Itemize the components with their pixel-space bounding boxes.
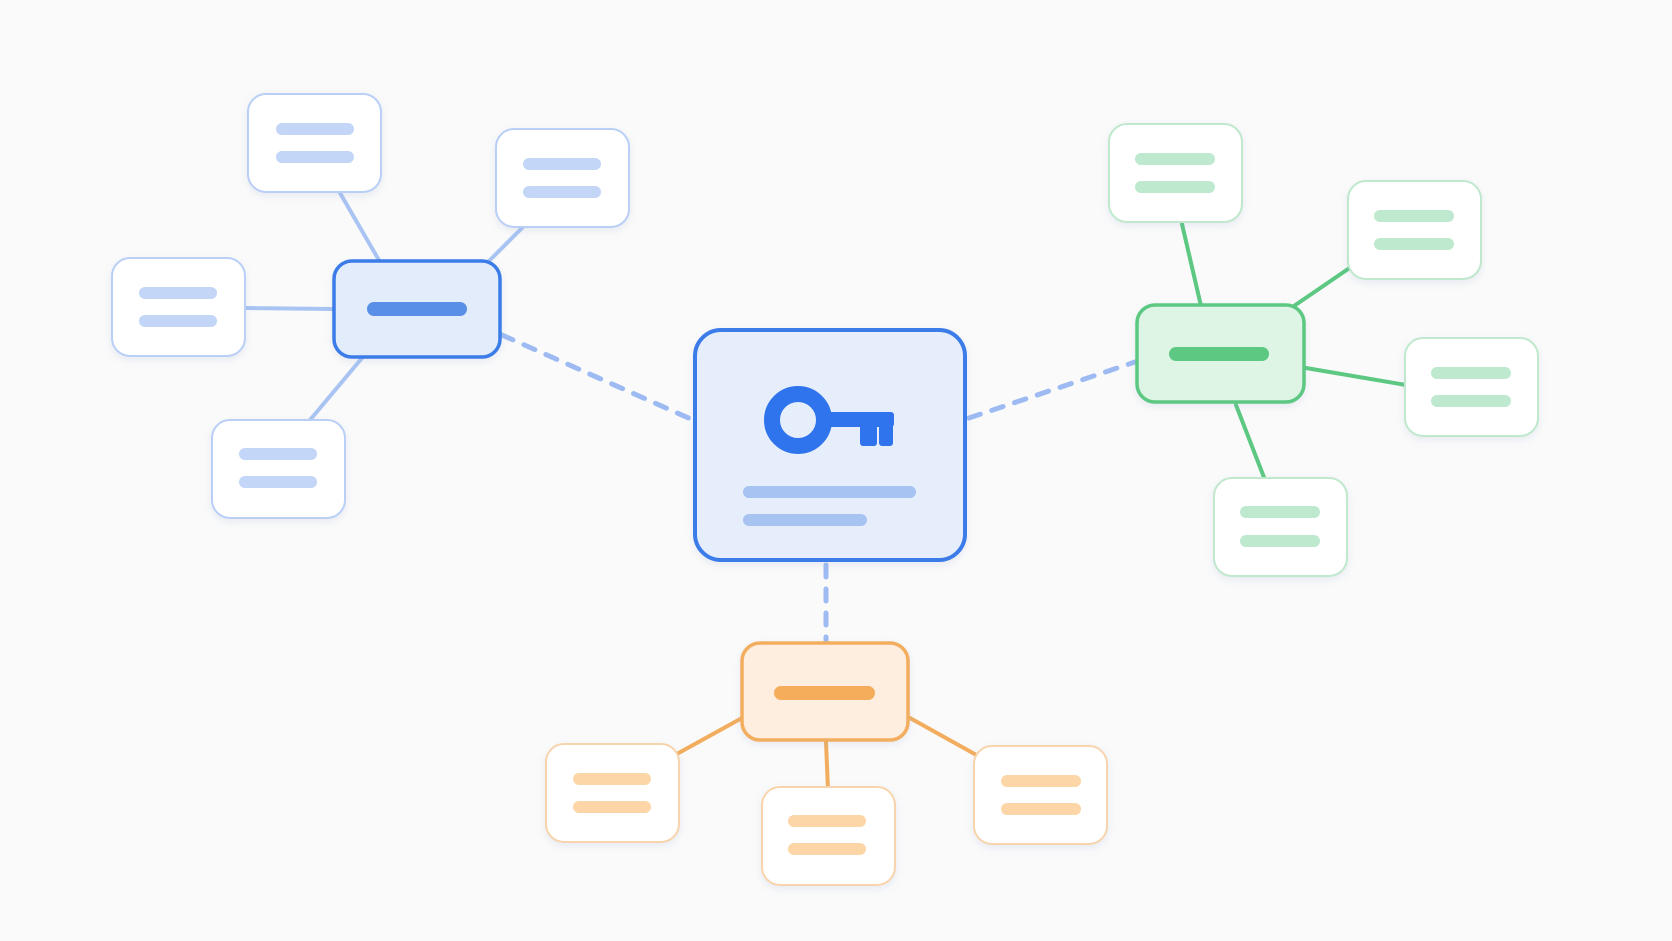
leaf-text-line xyxy=(139,315,217,327)
blue-connectors xyxy=(244,191,526,422)
center-node[interactable] xyxy=(693,328,967,562)
leaf-text-line xyxy=(1240,506,1320,518)
leaf-text-line xyxy=(239,476,317,488)
connector-green-top-right xyxy=(1289,265,1353,310)
link-center-green xyxy=(966,358,1141,421)
leaf-text-line xyxy=(1431,367,1511,379)
orange-leaf-node[interactable] xyxy=(973,745,1108,845)
green-leaf-node[interactable] xyxy=(1213,477,1348,577)
orange-hub-node[interactable] xyxy=(740,641,910,742)
leaf-text-line xyxy=(1135,181,1215,193)
leaf-text-line xyxy=(1374,238,1454,250)
connector-green-bottom xyxy=(1234,403,1267,482)
orange-hub-bar xyxy=(774,686,875,700)
key-icon xyxy=(764,386,894,454)
connector-green-right xyxy=(1304,366,1408,387)
blue-leaf-node[interactable] xyxy=(247,93,382,193)
leaf-text-line xyxy=(1135,153,1215,165)
orange-leaf-node[interactable] xyxy=(545,743,680,843)
leaf-text-line xyxy=(788,815,866,827)
green-leaf-node[interactable] xyxy=(1108,123,1243,223)
leaf-text-line xyxy=(1001,775,1081,787)
green-leaf-node[interactable] xyxy=(1347,180,1482,280)
leaf-text-line xyxy=(1240,535,1320,547)
dashed-links xyxy=(499,332,1141,643)
green-hub-node[interactable] xyxy=(1135,303,1306,404)
leaf-text-line xyxy=(1374,210,1454,222)
leaf-text-line xyxy=(573,801,651,813)
leaf-text-line xyxy=(1001,803,1081,815)
blue-leaf-node[interactable] xyxy=(111,257,246,357)
leaf-text-line xyxy=(276,151,354,163)
green-hub-bar xyxy=(1169,347,1269,361)
connector-orange-right xyxy=(908,716,982,759)
leaf-text-line xyxy=(523,158,601,170)
connector-blue-bottom xyxy=(308,356,364,422)
connector-blue-top-left xyxy=(338,191,382,264)
link-center-blue xyxy=(499,332,696,423)
leaf-text-line xyxy=(573,773,651,785)
leaf-text-line xyxy=(139,287,217,299)
green-leaf-node[interactable] xyxy=(1404,337,1539,437)
leaf-text-line xyxy=(1431,395,1511,407)
connector-orange-left xyxy=(673,716,744,757)
leaf-text-line xyxy=(276,123,354,135)
orange-leaf-node[interactable] xyxy=(761,786,896,886)
blue-hub-node[interactable] xyxy=(332,259,502,359)
center-text-line-2 xyxy=(743,514,867,526)
blue-hub-bar xyxy=(367,302,467,316)
connector-orange-middle xyxy=(824,740,830,792)
leaf-text-line xyxy=(239,448,317,460)
leaf-text-line xyxy=(788,843,866,855)
connector-green-top-left xyxy=(1180,222,1203,308)
blue-leaf-node[interactable] xyxy=(495,128,630,228)
connector-blue-left xyxy=(244,306,336,311)
blue-leaf-node[interactable] xyxy=(211,419,346,519)
green-connectors xyxy=(1180,222,1408,482)
orange-connectors xyxy=(673,716,982,792)
connector-blue-top-right xyxy=(486,224,526,264)
center-text-line-1 xyxy=(743,486,916,498)
leaf-text-line xyxy=(523,186,601,198)
